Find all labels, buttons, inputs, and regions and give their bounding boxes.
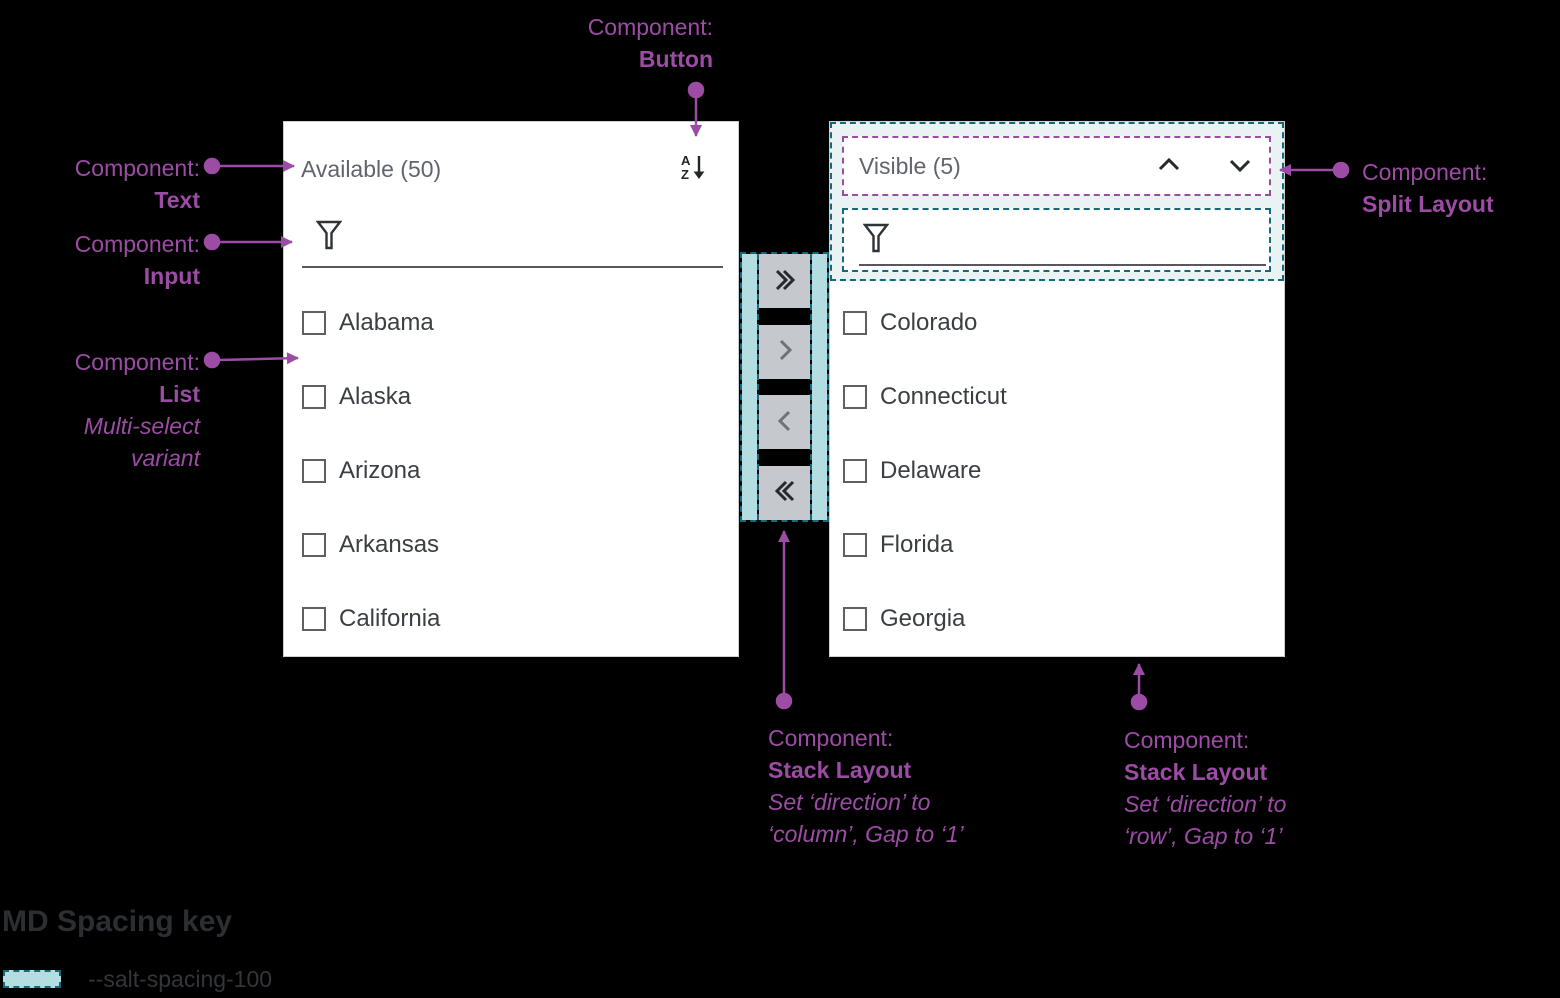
annotation-note: variant <box>130 445 200 471</box>
annotation-component: Button <box>638 46 713 72</box>
annotation-text: Component: Text <box>0 152 200 216</box>
annotation-split-layout: Component: Split Layout <box>1362 156 1560 220</box>
list-item[interactable]: Arkansas <box>284 531 738 559</box>
move-up-button[interactable] <box>1147 144 1191 188</box>
list-item-label: Georgia <box>880 605 966 632</box>
list-item[interactable]: Colorado <box>830 309 1284 337</box>
list-item-label: California <box>339 605 441 632</box>
visible-filter-input[interactable] <box>842 208 1271 272</box>
split-layout-spacing-overlay: Visible (5) <box>830 122 1284 281</box>
annotation-prefix: Component: <box>1124 727 1250 753</box>
chevron-right-icon <box>770 336 800 367</box>
annotation-prefix: Component: <box>587 14 713 40</box>
checkbox[interactable] <box>302 459 326 483</box>
double-chevron-right-icon <box>770 266 800 297</box>
checkbox[interactable] <box>302 607 326 631</box>
annotation-component: Input <box>143 263 200 289</box>
list-item-label: Delaware <box>880 457 982 484</box>
annotation-prefix: Component: <box>74 155 200 181</box>
sort-descending-icon: A Z <box>680 152 712 185</box>
available-list-title: Available (50) <box>301 156 442 182</box>
annotation-note: Multi-select <box>83 413 200 439</box>
list-item-label: Florida <box>880 531 954 558</box>
list-item-label: Arkansas <box>339 531 440 558</box>
svg-text:A: A <box>681 153 691 168</box>
arrow-dot <box>203 157 221 175</box>
annotation-component: Split Layout <box>1362 191 1494 217</box>
transfer-buttons-spacing-overlay <box>740 252 829 522</box>
filter-icon <box>315 219 343 256</box>
list-item-label: Arizona <box>339 457 421 484</box>
annotation-prefix: Component: <box>1362 159 1488 185</box>
annotation-note: ‘row’, Gap to ‘1’ <box>1124 823 1283 849</box>
checkbox[interactable] <box>843 459 867 483</box>
list-item-label: Connecticut <box>880 383 1007 410</box>
list-item[interactable]: California <box>284 605 738 633</box>
arrow-dot <box>775 692 793 710</box>
list-item[interactable]: Connecticut <box>830 383 1284 411</box>
double-chevron-left-icon <box>770 477 800 508</box>
chevron-left-icon <box>770 407 800 438</box>
chevron-up-icon <box>1154 151 1184 182</box>
visible-list-header: Visible (5) <box>842 136 1271 196</box>
annotation-component: Stack Layout <box>1124 759 1268 785</box>
spacing-strip <box>812 254 827 520</box>
arrow-dot <box>1130 693 1148 711</box>
annotation-note: Set ‘direction’ to <box>1124 791 1287 817</box>
arrow-dot <box>687 81 705 99</box>
checkbox[interactable] <box>843 607 867 631</box>
list-item[interactable]: Florida <box>830 531 1284 559</box>
chevron-down-icon <box>1225 151 1255 182</box>
list-item[interactable]: Georgia <box>830 605 1284 633</box>
annotation-button: Component: Button <box>453 11 713 75</box>
filter-input-underline <box>859 264 1266 266</box>
annotation-component: Stack Layout <box>768 757 912 783</box>
spacing-key-token: --salt-spacing-100 <box>88 966 273 992</box>
annotation-list: Component: List Multi-select variant <box>0 346 200 474</box>
filter-icon <box>862 222 890 259</box>
svg-text:Z: Z <box>681 167 689 182</box>
annotation-input: Component: Input <box>0 228 200 292</box>
checkbox[interactable] <box>302 311 326 335</box>
sort-a-z-button[interactable]: A Z <box>674 146 718 190</box>
filter-input-underline <box>302 266 723 268</box>
move-left-button[interactable] <box>759 395 810 450</box>
visible-list-title: Visible (5) <box>859 153 961 179</box>
list-item[interactable]: Alaska <box>284 383 738 411</box>
annotation-component: Text <box>154 187 200 213</box>
arrow-dot <box>1332 161 1350 179</box>
spacing-key-swatch <box>3 970 61 988</box>
list-item[interactable]: Alabama <box>284 309 738 337</box>
list-item-label: Colorado <box>880 309 978 336</box>
annotation-stack-layout-row: Component: Stack Layout Set ‘direction’ … <box>1124 724 1374 852</box>
list-item-label: Alabama <box>339 309 434 336</box>
annotation-prefix: Component: <box>74 349 200 375</box>
move-down-button[interactable] <box>1218 144 1262 188</box>
transfer-button-stack <box>757 254 812 520</box>
list-item[interactable]: Delaware <box>830 457 1284 485</box>
checkbox[interactable] <box>302 533 326 557</box>
move-all-right-button[interactable] <box>759 254 810 308</box>
annotation-note: ‘column’, Gap to ‘1’ <box>768 821 964 847</box>
arrow-dot <box>203 351 221 369</box>
annotation-prefix: Component: <box>74 231 200 257</box>
checkbox[interactable] <box>843 311 867 335</box>
spacing-key-title: MD Spacing key <box>2 905 233 938</box>
annotation-component: List <box>159 381 200 407</box>
checkbox[interactable] <box>302 385 326 409</box>
spacing-strip <box>742 254 757 520</box>
annotation-stack-layout-column: Component: Stack Layout Set ‘direction’ … <box>768 722 1018 850</box>
visible-list-panel: Visible (5) <box>829 121 1285 657</box>
move-right-button[interactable] <box>759 324 810 379</box>
list-item-label: Alaska <box>339 383 412 410</box>
annotation-prefix: Component: <box>768 725 894 751</box>
checkbox[interactable] <box>843 533 867 557</box>
list-item[interactable]: Arizona <box>284 457 738 485</box>
annotation-note: Set ‘direction’ to <box>768 789 931 815</box>
available-list-panel: Available (50) A Z Alabama Alaska Arizon… <box>283 121 739 657</box>
checkbox[interactable] <box>843 385 867 409</box>
move-all-left-button[interactable] <box>759 465 810 520</box>
arrow-dot <box>203 233 221 251</box>
